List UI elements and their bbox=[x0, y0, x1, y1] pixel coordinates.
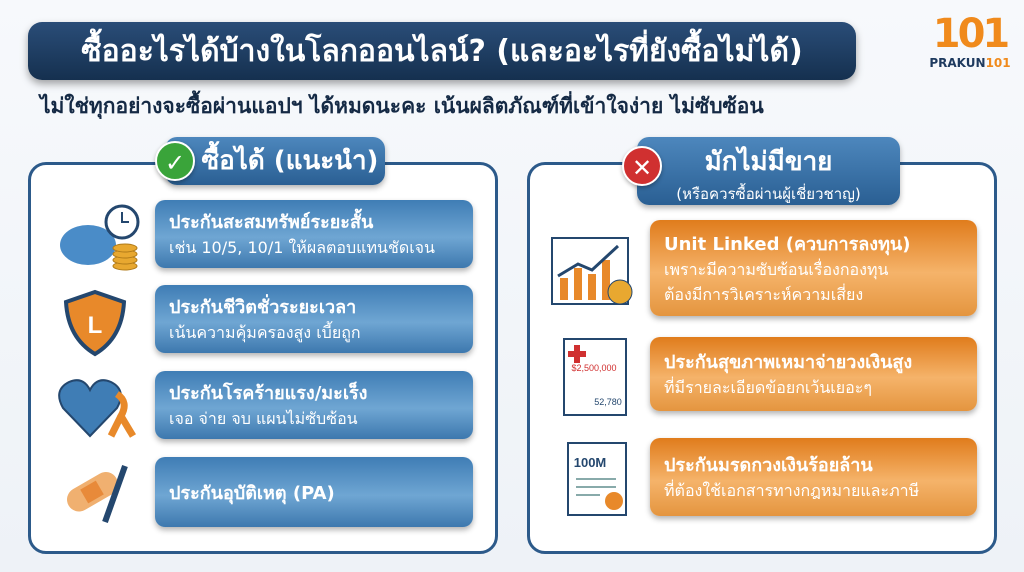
shield-icon: L bbox=[60, 288, 130, 358]
investment-chart-icon bbox=[548, 228, 638, 308]
not-available-header: มักไม่มีขาย (หรือควรซื้อผ่านผู้เชี่ยวชาญ… bbox=[637, 137, 900, 205]
recommended-item: ประกันชีวิตชั่วระยะเวลาเน้นความคุ้มครองส… bbox=[155, 285, 473, 353]
bandage-crutch-icon bbox=[55, 458, 145, 528]
recommended-item: ประกันอุบัติเหตุ (PA) bbox=[155, 457, 473, 527]
recommended-header: ซื้อได้ (แนะนำ) bbox=[165, 137, 385, 185]
not-available-title: มักไม่มีขาย bbox=[704, 147, 833, 177]
recommended-item: ประกันสะสมทรัพย์ระยะสั้นเช่น 10/5, 10/1 … bbox=[155, 200, 473, 268]
logo-brand: PRAKUN101 bbox=[929, 56, 1011, 70]
logo-number: 101 bbox=[932, 11, 1011, 57]
svg-text:100M: 100M bbox=[574, 455, 607, 470]
page-title: ซื้ออะไรได้บ้างในโลกออนไลน์? (และอะไรที่… bbox=[28, 22, 856, 80]
svg-text:$2,500,000: $2,500,000 bbox=[571, 363, 616, 373]
piggy-bank-clock-icon bbox=[50, 200, 140, 275]
svg-text:L: L bbox=[88, 312, 103, 339]
svg-text:52,780: 52,780 bbox=[594, 397, 622, 407]
not-available-item: ประกันมรดกวงเงินร้อยล้านที่ต้องใช้เอกสาร… bbox=[650, 438, 977, 516]
page-subtitle: ไม่ใช่ทุกอย่างจะซื้อผ่านแอปฯ ได้หมดนะคะ … bbox=[40, 94, 764, 118]
not-available-item: Unit Linked (ควบการลงทุน)เพราะมีความซับซ… bbox=[650, 220, 977, 316]
not-available-item: ประกันสุขภาพเหมาจ่ายวงเงินสูงที่มีรายละเ… bbox=[650, 337, 977, 411]
not-available-subtitle: (หรือควรซื้อผ่านผู้เชี่ยวชาญ) bbox=[676, 185, 861, 203]
legal-document-icon: 100M bbox=[558, 435, 638, 520]
medical-bill-icon: $2,500,000 52,780 bbox=[558, 335, 633, 420]
check-icon: ✓ bbox=[155, 141, 195, 181]
heart-ribbon-icon bbox=[55, 372, 140, 442]
x-icon: ✕ bbox=[622, 146, 662, 186]
recommended-item: ประกันโรคร้ายแรง/มะเร็งเจอ จ่าย จบ แผนไม… bbox=[155, 371, 473, 439]
logo: 101 PRAKUN101 bbox=[925, 12, 1015, 70]
